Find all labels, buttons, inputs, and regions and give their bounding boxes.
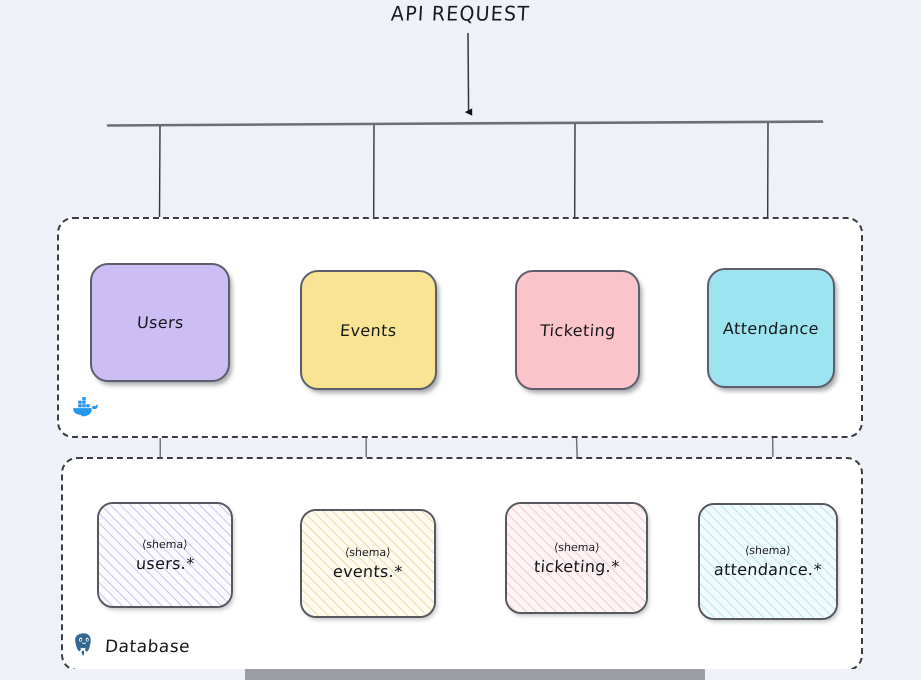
schema-name-label: ticketing.*	[533, 556, 620, 576]
service-label: Attendance	[722, 318, 820, 338]
service-label: Users	[135, 313, 185, 332]
schema-card-events[interactable]: ⟨shema⟩ events.*	[300, 509, 436, 618]
hatch-fill-attendance	[700, 505, 836, 618]
schema-card-users[interactable]: ⟨shema⟩ users.*	[97, 502, 233, 608]
service-card-attendance[interactable]: Attendance	[707, 268, 835, 388]
schema-name-label: users.*	[135, 553, 195, 573]
hatch-fill-events	[302, 511, 434, 616]
hatch-fill-ticketing	[507, 504, 646, 612]
schema-card-ticketing[interactable]: ⟨shema⟩ ticketing.*	[505, 502, 648, 614]
schema-kind-label: ⟨shema⟩	[744, 544, 792, 557]
database-legend: Database	[72, 632, 191, 661]
service-label: Events	[339, 320, 398, 340]
page-title: API REQUEST	[390, 2, 531, 26]
schema-card-attendance[interactable]: ⟨shema⟩ attendance.*	[698, 503, 838, 620]
service-card-ticketing[interactable]: Ticketing	[515, 270, 640, 390]
database-legend-label: Database	[104, 636, 191, 657]
docker-icon	[72, 396, 98, 424]
schema-name-label: events.*	[332, 562, 404, 581]
schema-kind-label: ⟨shema⟩	[553, 540, 600, 554]
hatch-fill-users	[99, 504, 231, 606]
service-label: Ticketing	[538, 320, 617, 340]
schema-kind-label: ⟨shema⟩	[141, 537, 189, 551]
schema-kind-label: ⟨shema⟩	[344, 546, 392, 559]
schema-name-label: attendance.*	[713, 560, 823, 579]
service-card-events[interactable]: Events	[300, 270, 437, 390]
postgresql-icon	[72, 632, 96, 661]
horizontal-scrollbar-track[interactable]	[0, 669, 921, 680]
horizontal-scrollbar-thumb[interactable]	[245, 669, 705, 680]
service-card-users[interactable]: Users	[90, 263, 230, 382]
docker-legend	[72, 396, 107, 424]
